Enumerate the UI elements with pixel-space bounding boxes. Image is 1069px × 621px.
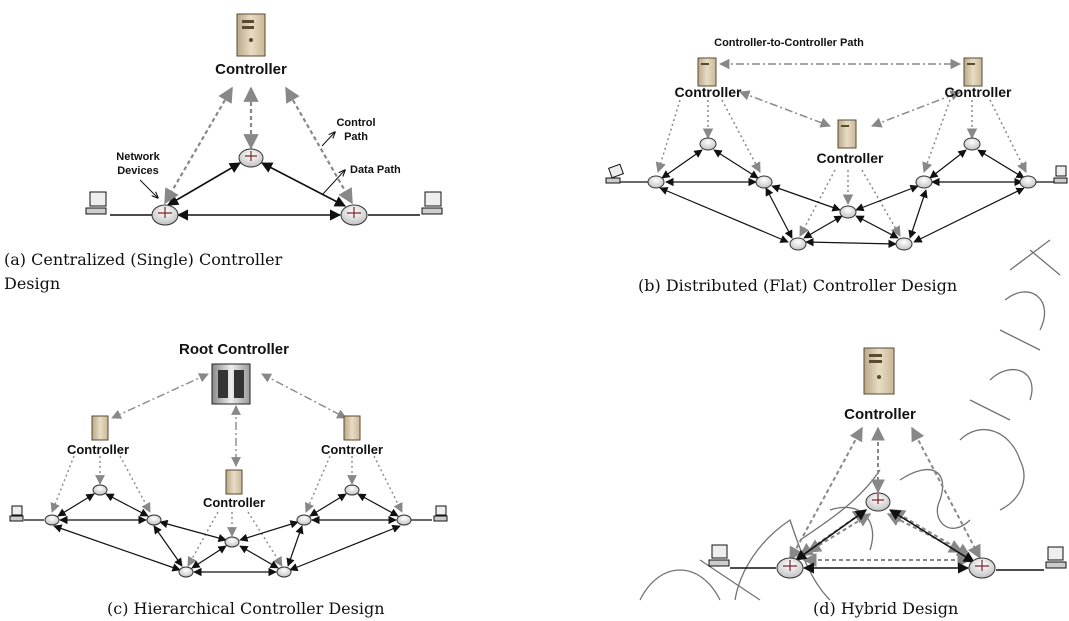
router-icon: [178, 566, 194, 578]
panel-b-data-paths: [620, 149, 1056, 249]
control-path-label: Control: [336, 117, 375, 129]
router-icon: [839, 205, 857, 219]
root-controller-label: Root Controller: [179, 341, 289, 358]
panel-b-distributed: Controller-to-Controller Path Controller…: [605, 37, 1068, 295]
router-icon: [238, 148, 264, 168]
panel-b-controller-right: Controller: [945, 84, 1012, 100]
computer-icon: [433, 505, 448, 522]
caption-b: (b) Distributed (Flat) Controller Design: [638, 276, 957, 295]
panel-c-root-links: [111, 373, 347, 467]
panel-a-controller-label: Controller: [215, 61, 287, 78]
router-icon: [755, 175, 773, 189]
caption-a-line1: (a) Centralized (Single) Controller: [4, 250, 283, 269]
control-path-label-2: Path: [344, 131, 368, 143]
panel-a-control-paths: [164, 86, 353, 205]
caption-d: (d) Hybrid Design: [813, 599, 958, 618]
router-icon: [224, 536, 240, 548]
router-icon: [1019, 175, 1037, 189]
server-icon: [863, 347, 895, 395]
panel-b-controller-left: Controller: [675, 84, 742, 100]
computer-icon: [421, 191, 443, 215]
router-icon: [344, 484, 360, 496]
panel-a-centralized: Controller Network Devices Control Path …: [4, 13, 443, 293]
panel-a-label-pointers: [139, 132, 345, 198]
panel-d-data-paths: [730, 509, 1044, 574]
caption-a-line2: Design: [4, 274, 60, 293]
server-icon: [225, 469, 243, 495]
computer-icon: [708, 544, 730, 567]
computer-icon: [605, 163, 624, 184]
router-icon: [895, 237, 913, 251]
caption-c: (c) Hierarchical Controller Design: [107, 599, 385, 618]
server-icon: [236, 13, 266, 57]
panel-d-hybrid: Controller (d) Hybrid Design: [708, 347, 1067, 618]
router-icon: [865, 492, 891, 512]
panel-b-control-paths: [655, 99, 1027, 237]
panel-c-data-paths: [24, 493, 432, 577]
c2c-path-label: Controller-to-Controller Path: [714, 37, 864, 49]
panel-c-controller-left: Controller: [67, 442, 129, 457]
network-devices-label: Network: [116, 151, 160, 163]
router-icon: [963, 137, 981, 151]
network-devices-label-2: Devices: [117, 165, 159, 177]
data-path-label: Data Path: [350, 164, 401, 176]
computer-icon: [9, 505, 24, 522]
computer-icon: [1045, 546, 1067, 569]
server-icon: [91, 415, 109, 441]
server-icon: [697, 57, 717, 87]
router-icon: [151, 204, 179, 226]
router-icon: [968, 557, 996, 579]
router-icon: [276, 566, 292, 578]
panel-c-controller-right: Controller: [321, 442, 383, 457]
server-icon: [343, 415, 361, 441]
router-icon: [647, 175, 665, 189]
router-icon: [396, 514, 412, 526]
panel-c-controller-center: Controller: [203, 495, 265, 510]
panel-d-controller-label: Controller: [844, 406, 916, 423]
server-icon: [837, 119, 857, 149]
router-icon: [776, 557, 804, 579]
panel-b-controller-center: Controller: [817, 150, 884, 166]
router-icon: [915, 175, 933, 189]
panel-d-control-paths: [789, 426, 981, 567]
router-icon: [699, 137, 717, 151]
router-icon: [44, 514, 60, 526]
router-icon: [296, 514, 312, 526]
root-server-icon: [211, 363, 251, 405]
router-icon: [146, 514, 162, 526]
panel-c-hierarchical: Root Controller Controller Controller Co…: [9, 341, 448, 618]
computer-icon: [1053, 165, 1068, 184]
server-icon: [963, 57, 983, 87]
computer-icon: [85, 191, 107, 215]
router-icon: [340, 204, 368, 226]
router-icon: [789, 237, 807, 251]
panel-b-c2c-paths: [718, 58, 962, 128]
router-icon: [92, 484, 108, 496]
